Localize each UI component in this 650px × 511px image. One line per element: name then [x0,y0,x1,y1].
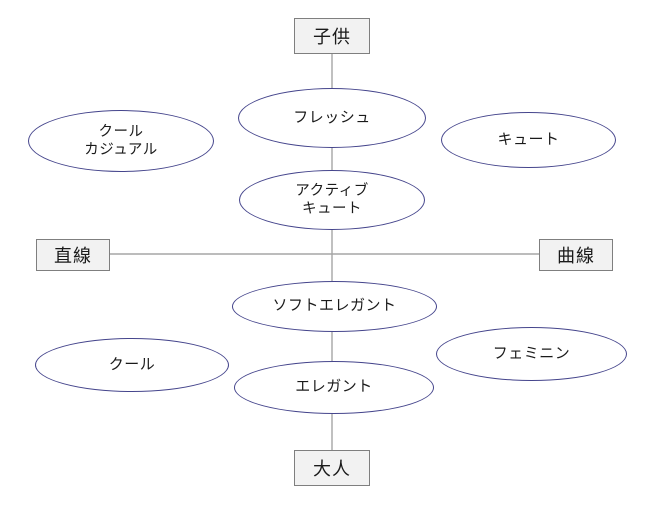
node-otona-box[interactable]: 大人 [294,450,370,486]
node-cute-label: キュート [497,130,560,148]
node-cool-casual-label-line2: カジュアル [84,142,158,158]
node-active-cute-label-line1: アクティブ [295,182,369,199]
node-kyokusen-label: 曲線 [557,246,595,266]
node-feminine-ellipse[interactable]: フェミニン [436,327,627,381]
node-active-cute-ellipse[interactable]: アクティブ キュート [239,170,425,230]
node-chokusen-label: 直線 [54,246,92,266]
node-fresh-label: フレッシュ [293,108,371,126]
node-cool-casual-ellipse[interactable]: クール カジュアル [28,110,214,172]
node-elegant-ellipse[interactable]: エレガント [234,361,434,414]
node-kodomo-box[interactable]: 子供 [294,18,370,54]
node-active-cute-label: アクティブ キュート [289,182,374,218]
node-otona-label: 大人 [313,459,351,479]
node-cool-casual-label-line1: クール [98,123,144,140]
node-elegant-label: エレガント [295,378,373,396]
node-feminine-label: フェミニン [492,344,571,362]
node-active-cute-label-line2: キュート [302,201,362,217]
node-soft-elegant-label: ソフトエレガント [272,297,397,315]
node-cool-ellipse[interactable]: クール [35,338,229,392]
node-soft-elegant-ellipse[interactable]: ソフトエレガント [232,281,437,332]
node-kodomo-label: 子供 [313,27,351,47]
node-chokusen-box[interactable]: 直線 [36,239,110,271]
node-kyokusen-box[interactable]: 曲線 [539,239,613,271]
node-cute-ellipse[interactable]: キュート [441,112,616,168]
node-cool-label: クール [108,355,156,373]
node-cool-casual-label: クール カジュアル [78,123,164,159]
node-fresh-ellipse[interactable]: フレッシュ [238,88,426,148]
